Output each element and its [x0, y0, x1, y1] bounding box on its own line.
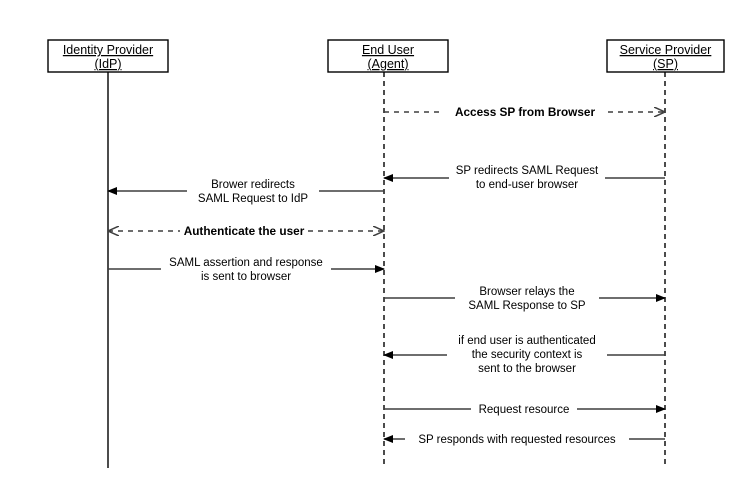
messages-layer: Access SP from Browser SP redirects SAML … — [107, 105, 666, 446]
msg-security-context-label-line-2: sent to the browser — [478, 363, 576, 375]
msg-saml-assertion-label-line-0: SAML assertion and response — [169, 257, 323, 269]
participant-box-sp — [606, 39, 725, 73]
msg-saml-assertion-label-line-1: is sent to browser — [201, 271, 291, 283]
msg-authenticate-user[interactable]: Authenticate the user — [108, 224, 384, 238]
msg-brower-redirects-label-line-1: SAML Request to IdP — [198, 193, 308, 205]
participant-idp[interactable]: Identity Provider(IdP) — [47, 39, 169, 73]
participant-abbrev-sp: (SP) — [653, 57, 678, 71]
participant-name-sp: Service Provider — [620, 43, 712, 57]
msg-saml-assertion[interactable]: SAML assertion and response is sent to br… — [108, 257, 385, 283]
msg-access-sp[interactable]: Access SP from Browser — [384, 105, 665, 119]
msg-request-resource-label-line-0: Request resource — [479, 404, 570, 416]
msg-sp-redirects-label-line-0: SP redirects SAML Request — [456, 165, 599, 177]
msg-sp-redirects-label-line-1: to end-user browser — [476, 179, 578, 191]
msg-authenticate-user-label-line-0: Authenticate the user — [184, 224, 305, 238]
participant-name-idp: Identity Provider — [63, 43, 153, 57]
msg-sp-redirects[interactable]: SP redirects SAML Request to end-user bro… — [383, 165, 665, 191]
participant-box-enduser — [327, 39, 449, 73]
participant-name-enduser: End User — [362, 43, 414, 57]
msg-browser-relays-label-line-1: SAML Response to SP — [468, 300, 586, 312]
msg-browser-relays-label-line-0: Browser relays the — [479, 286, 574, 298]
msg-security-context-label-line-0: if end user is authenticated — [458, 335, 595, 347]
participant-sp[interactable]: Service Provider(SP) — [606, 39, 725, 73]
participant-enduser[interactable]: End User(Agent) — [327, 39, 449, 73]
msg-security-context[interactable]: if end user is authenticated the security… — [383, 335, 665, 375]
msg-sp-responds[interactable]: SP responds with requested resources — [383, 434, 665, 446]
msg-request-resource[interactable]: Request resource — [384, 404, 666, 416]
participant-abbrev-enduser: (Agent) — [368, 57, 409, 71]
msg-sp-responds-label-line-0: SP responds with requested resources — [418, 434, 616, 446]
msg-brower-redirects-label-line-0: Brower redirects — [211, 179, 295, 191]
participant-box-idp — [47, 39, 169, 73]
participants-layer: Identity Provider(IdP) End User(Agent) Ser… — [47, 39, 725, 73]
msg-access-sp-label-line-0: Access SP from Browser — [455, 105, 596, 119]
msg-security-context-label-line-1: the security context is — [472, 349, 583, 361]
participant-abbrev-idp: (IdP) — [94, 57, 121, 71]
